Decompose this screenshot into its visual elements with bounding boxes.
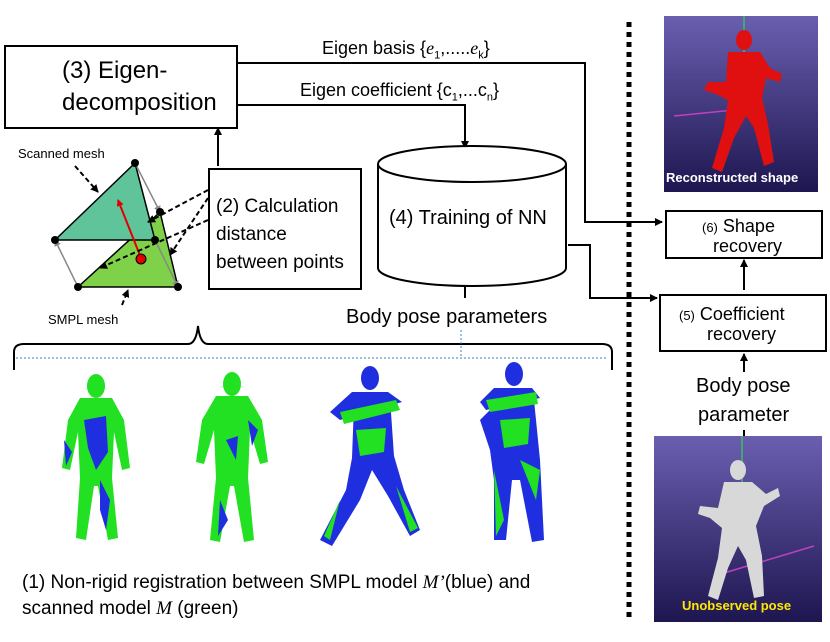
unobserved-figure xyxy=(698,436,815,600)
registration-caption-line2: scanned model M (green) xyxy=(22,598,239,620)
eigen-basis-label: Eigen basis {e1,.....ek} xyxy=(322,38,490,62)
calculation-box: (2) Calculation distance between points xyxy=(208,168,362,290)
shape-recovery-title: (6) Shape xyxy=(702,216,775,237)
scanned-mesh-triangle xyxy=(53,161,156,241)
eigen-basis-mid: ,..... xyxy=(440,38,471,58)
eigen-basis-sub1: 1 xyxy=(434,49,441,62)
body-pose-parameter-line2: parameter xyxy=(698,404,790,426)
eigen-coef-text: Eigen coefficient {c xyxy=(300,80,452,100)
registration-brace xyxy=(13,325,613,370)
reconstructed-figure xyxy=(673,16,782,172)
eigen-basis-close: } xyxy=(483,38,490,58)
eigen-basis-arrow xyxy=(238,62,663,226)
body-pose-parameters-label: Body pose parameters xyxy=(346,306,548,328)
unobserved-pose-label: Unobserved pose xyxy=(682,598,792,613)
shape-recovery-word: Shape xyxy=(722,216,775,236)
eigen-basis-text: Eigen basis { xyxy=(322,38,427,58)
training-to-coefficient-arrow xyxy=(568,244,658,302)
eigen-decomposition-line1: (3) Eigen- xyxy=(62,57,168,84)
training-cylinder xyxy=(377,145,567,287)
eigen-coef-sub1: 1 xyxy=(451,91,458,104)
caption-line2-a: scanned model xyxy=(22,598,157,619)
unobserved-pose-image: Unobserved pose xyxy=(654,436,822,622)
eigen-decomposition-box: (3) Eigen- decomposition xyxy=(4,45,238,129)
shape-recovery-number: (6) xyxy=(702,220,718,235)
calculation-line3: between points xyxy=(216,252,344,273)
eigen-basis-subk: k xyxy=(478,49,484,62)
eigen-basis-e1: e xyxy=(426,38,435,58)
caption-line1-model: M’ xyxy=(422,572,445,593)
coefficient-recovery-title: (5) Coefficient xyxy=(679,304,785,325)
calculation-line2: distance xyxy=(216,224,287,245)
coefficient-recovery-box: (5) Coefficient recovery xyxy=(659,294,827,352)
coefficient-recovery-line2: recovery xyxy=(707,324,777,344)
calculation-line1: (2) Calculation xyxy=(216,196,339,217)
figure-pose-3 xyxy=(320,366,420,546)
coefficient-recovery-word: Coefficient xyxy=(699,304,785,324)
reconstructed-shape-label: Reconstructed shape xyxy=(666,170,799,185)
caption-line2-model: M xyxy=(156,598,172,619)
shape-recovery-line2: recovery xyxy=(713,236,783,256)
caption-line1-a: (1) Non-rigid registration between SMPL … xyxy=(22,572,423,593)
scanned-mesh-label: Scanned mesh xyxy=(18,146,105,161)
eigen-basis-ek: e xyxy=(470,38,479,58)
caption-line2-b: (green) xyxy=(171,598,239,619)
eigen-coefficient-arrow xyxy=(238,104,469,149)
eigen-coefficient-label: Eigen coefficient {c1,...cn} xyxy=(300,80,499,104)
eigen-decomposition-line2: decomposition xyxy=(62,89,217,116)
eigen-coef-close: } xyxy=(493,80,500,100)
shape-recovery-box: (6) Shape recovery xyxy=(665,210,823,259)
eigen-coef-mid: ,...c xyxy=(457,80,487,100)
eigen-coef-subn: n xyxy=(486,91,494,104)
body-pose-parameter-line1: Body pose xyxy=(696,375,791,397)
mesh-illustration xyxy=(51,159,209,306)
figure-pose-4 xyxy=(480,362,544,542)
figure-back-2 xyxy=(196,372,268,542)
caption-line1-b: (blue) and xyxy=(444,572,531,593)
smpl-mesh-label: SMPL mesh xyxy=(48,312,119,327)
coefficient-recovery-number: (5) xyxy=(679,308,695,323)
registration-caption-line1: (1) Non-rigid registration between SMPL … xyxy=(22,572,530,594)
reconstructed-shape-image: Reconstructed shape xyxy=(664,16,818,192)
figure-front-1 xyxy=(62,374,130,540)
training-label: (4) Training of NN xyxy=(389,207,547,229)
